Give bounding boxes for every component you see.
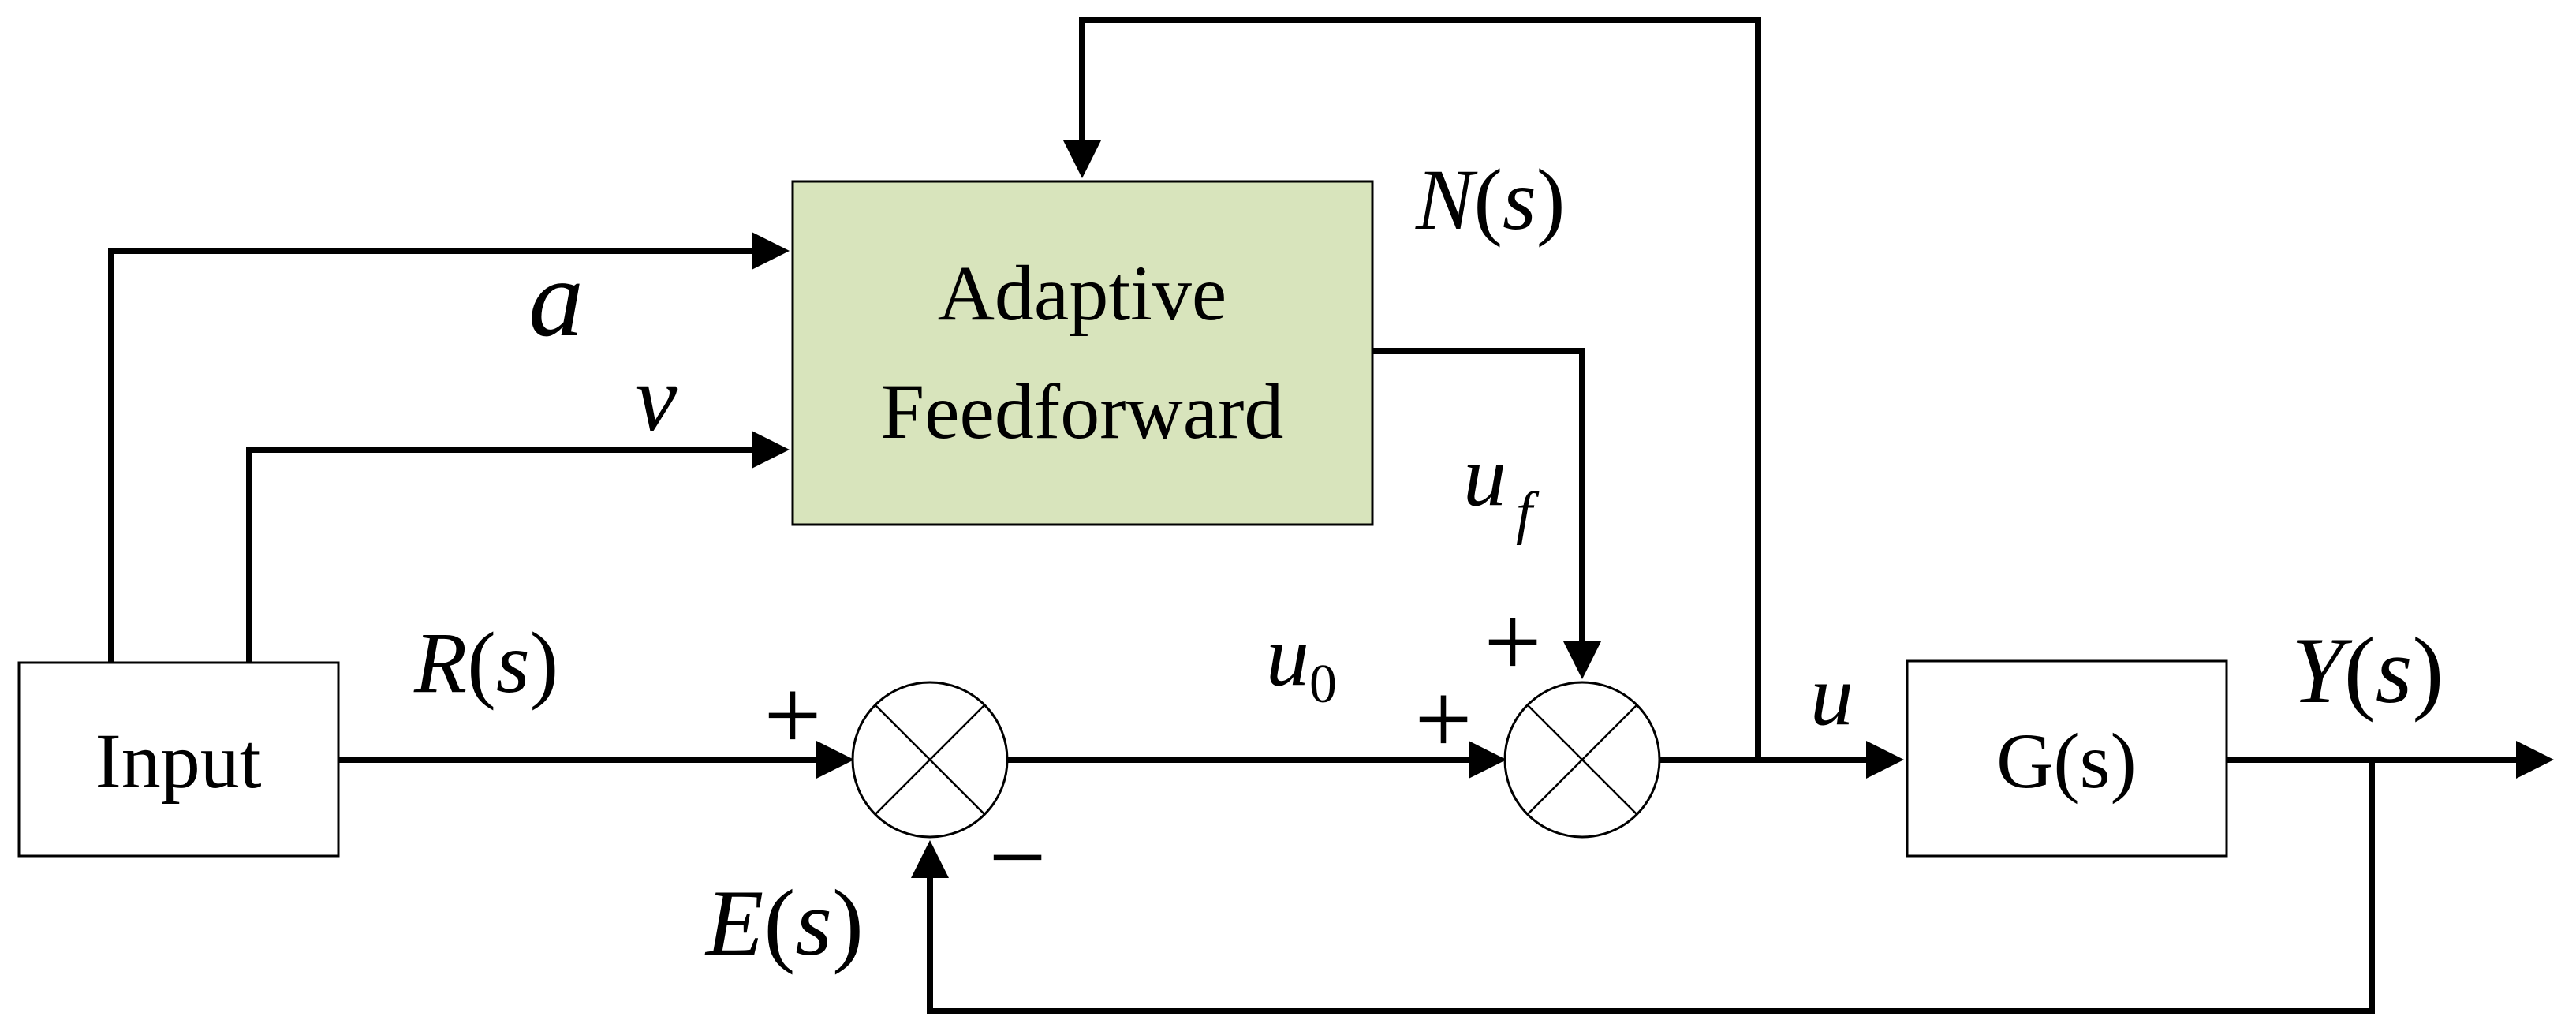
sum1-plus-sign: + [763,659,821,772]
wire-feedforward-to-sum2 [1372,348,1601,679]
label-N-of-s: N(s) [1415,151,1565,248]
plant-block-box [1906,659,2228,858]
adaptive-feedforward-block: Adaptive Feedforward [791,180,1374,526]
wire-v-to-feedforward [246,431,790,663]
label-u: u [1810,647,1854,743]
sum2-plus-top-sign: + [1484,585,1541,699]
sum1-minus-sign: − [988,801,1046,914]
input-block-box [17,661,340,858]
summing-junction-1 [851,681,1009,839]
wire-u-to-feedforward [1063,17,1761,760]
label-u0: u0 [1266,607,1337,715]
wire-feedback-to-sum1 [911,760,2375,1014]
plant-block: G(s) [1906,659,2228,858]
label-E-of-s: E(s) [704,870,864,975]
summing-junction-2 [1503,681,1661,839]
feedforward-label-line2: Feedforward [881,368,1284,455]
label-a: a [528,237,584,360]
feedforward-label-line1: Adaptive [938,249,1227,337]
sum2-plus-left-sign: + [1414,663,1472,776]
feedforward-block-box [791,180,1374,526]
label-Y-of-s: Y(s) [2291,618,2443,723]
wire-a-to-feedforward [108,232,790,663]
label-v: v [635,346,678,450]
input-block: Input [17,661,340,858]
plant-block-label: G(s) [1996,717,2137,805]
label-R-of-s: R(s) [413,615,558,711]
input-block-label: Input [95,717,261,805]
